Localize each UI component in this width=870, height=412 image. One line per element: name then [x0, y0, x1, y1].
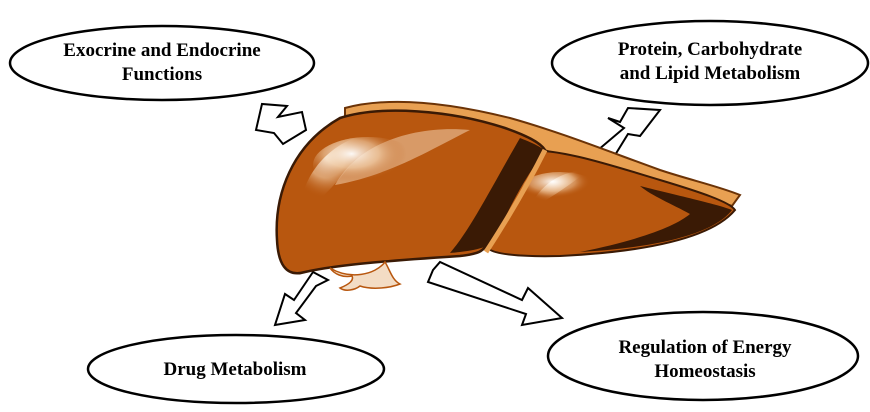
label-energy-homeostasis: Regulation of Energy Homeostasis	[555, 336, 855, 384]
label-exocrine-endocrine: Exocrine and Endocrine Functions	[20, 39, 304, 87]
label-regulation-line2: Homeostasis	[555, 360, 855, 384]
label-protein-metabolism: Protein, Carbohydrate and Lipid Metaboli…	[560, 38, 860, 86]
label-drug-line1: Drug Metabolism	[90, 358, 380, 382]
arrow-to-regulation	[428, 262, 562, 325]
label-regulation-line1: Regulation of Energy	[555, 336, 855, 360]
arrow-to-drug	[275, 272, 328, 325]
label-protein-line1: Protein, Carbohydrate	[560, 38, 860, 62]
label-exocrine-line2: Functions	[20, 63, 304, 87]
liver-illustration-icon	[277, 102, 740, 290]
label-protein-line2: and Lipid Metabolism	[560, 62, 860, 86]
label-drug-metabolism: Drug Metabolism	[90, 358, 380, 382]
label-exocrine-line1: Exocrine and Endocrine	[20, 39, 304, 63]
arrow-to-exocrine	[256, 104, 306, 144]
